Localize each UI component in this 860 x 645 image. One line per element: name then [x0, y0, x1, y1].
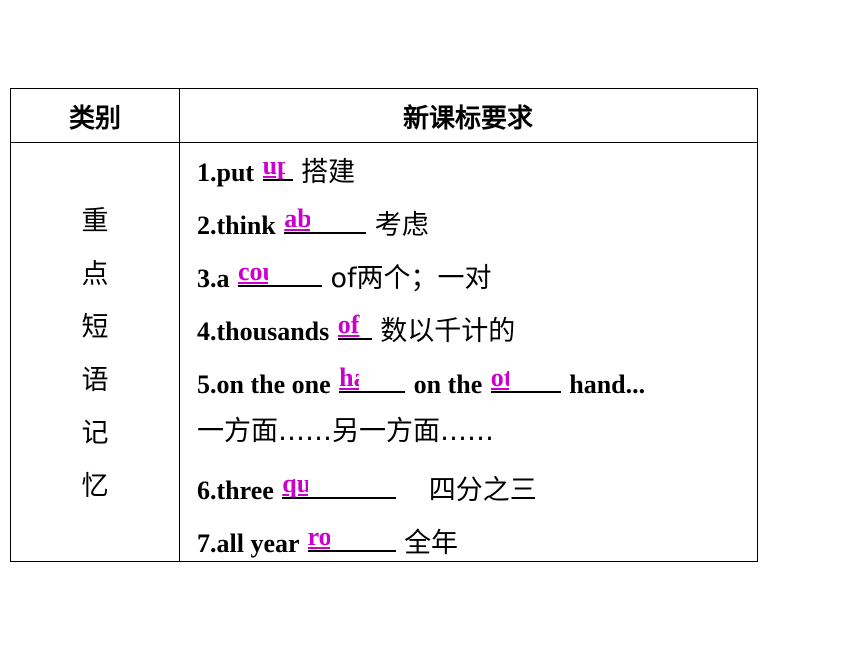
phrase-prefix: 2.think — [197, 211, 276, 240]
answer-blank: up — [262, 153, 293, 181]
phrase-item: 3.a couple of两个；一对 — [197, 259, 492, 292]
phrase-meaning: 数以千计的 — [380, 316, 516, 347]
phrase-meaning: 搭建 — [301, 157, 356, 188]
category-cell: 重 点 短 语 记 忆 — [11, 143, 179, 561]
phrase-prefix: 1.put — [197, 158, 255, 187]
column-divider — [179, 89, 180, 561]
phrase-item: 6.three quarters 四分之三 — [197, 471, 537, 504]
header-requirement: 新课标要求 — [402, 103, 533, 134]
answer-blank: hand — [339, 365, 406, 393]
answer-text: round — [307, 524, 330, 550]
phrase-prefix: 6.three — [197, 476, 274, 505]
answer-text: other — [490, 365, 509, 391]
answer-text: of — [337, 312, 360, 338]
phrase-item: 5.on the one hand on the other hand... — [197, 365, 645, 398]
phrase-meaning: 四分之三 — [428, 475, 537, 506]
answer-blank: other — [490, 365, 561, 393]
answer-text: about — [284, 206, 311, 232]
answer-text: up — [262, 153, 285, 179]
category-char: 记 — [81, 418, 109, 449]
answer-blank: round — [307, 524, 396, 552]
category-char: 重 — [81, 206, 109, 237]
answer-blank: quarters — [282, 471, 397, 499]
answer-blank: of — [337, 312, 372, 340]
phrase-meaning-line: 一方面……另一方面…… — [197, 416, 494, 447]
phrase-item: 1.put up 搭建 — [197, 153, 355, 186]
phrase-prefix: 5.on the one — [197, 370, 331, 399]
table-header-row: 类别 新课标要求 — [11, 89, 757, 143]
phrase-item: 7.all year round 全年 — [197, 524, 458, 557]
answer-blank: couple — [238, 259, 322, 287]
phrase-middle: on the — [413, 370, 483, 399]
answer-text: couple — [238, 259, 268, 285]
category-char: 点 — [81, 259, 109, 290]
phrase-item: 4.thousands of 数以千计的 — [197, 312, 515, 345]
phrase-prefix: 3.a — [197, 264, 230, 293]
phrase-prefix: 7.all year — [197, 529, 300, 558]
vocabulary-table: 类别 新课标要求 重 点 短 语 记 忆 1.put up 搭建 2.think… — [10, 88, 758, 562]
phrase-prefix: 4.thousands — [197, 317, 330, 346]
requirement-cell: 1.put up 搭建 2.think about 考虑 3.a couple … — [197, 143, 747, 561]
category-char: 语 — [81, 365, 109, 396]
phrase-item: 2.think about 考虑 — [197, 206, 429, 239]
category-char: 忆 — [81, 471, 109, 502]
phrase-meaning: 考虑 — [374, 210, 429, 241]
phrase-suffix: hand... — [569, 370, 646, 399]
phrase-meaning: of两个；一对 — [330, 263, 492, 294]
answer-blank: about — [284, 206, 367, 234]
category-char: 短 — [81, 312, 109, 343]
answer-text: hand — [339, 365, 359, 391]
answer-text: quarters — [282, 471, 309, 497]
header-category: 类别 — [68, 103, 121, 134]
phrase-meaning: 全年 — [404, 528, 459, 559]
